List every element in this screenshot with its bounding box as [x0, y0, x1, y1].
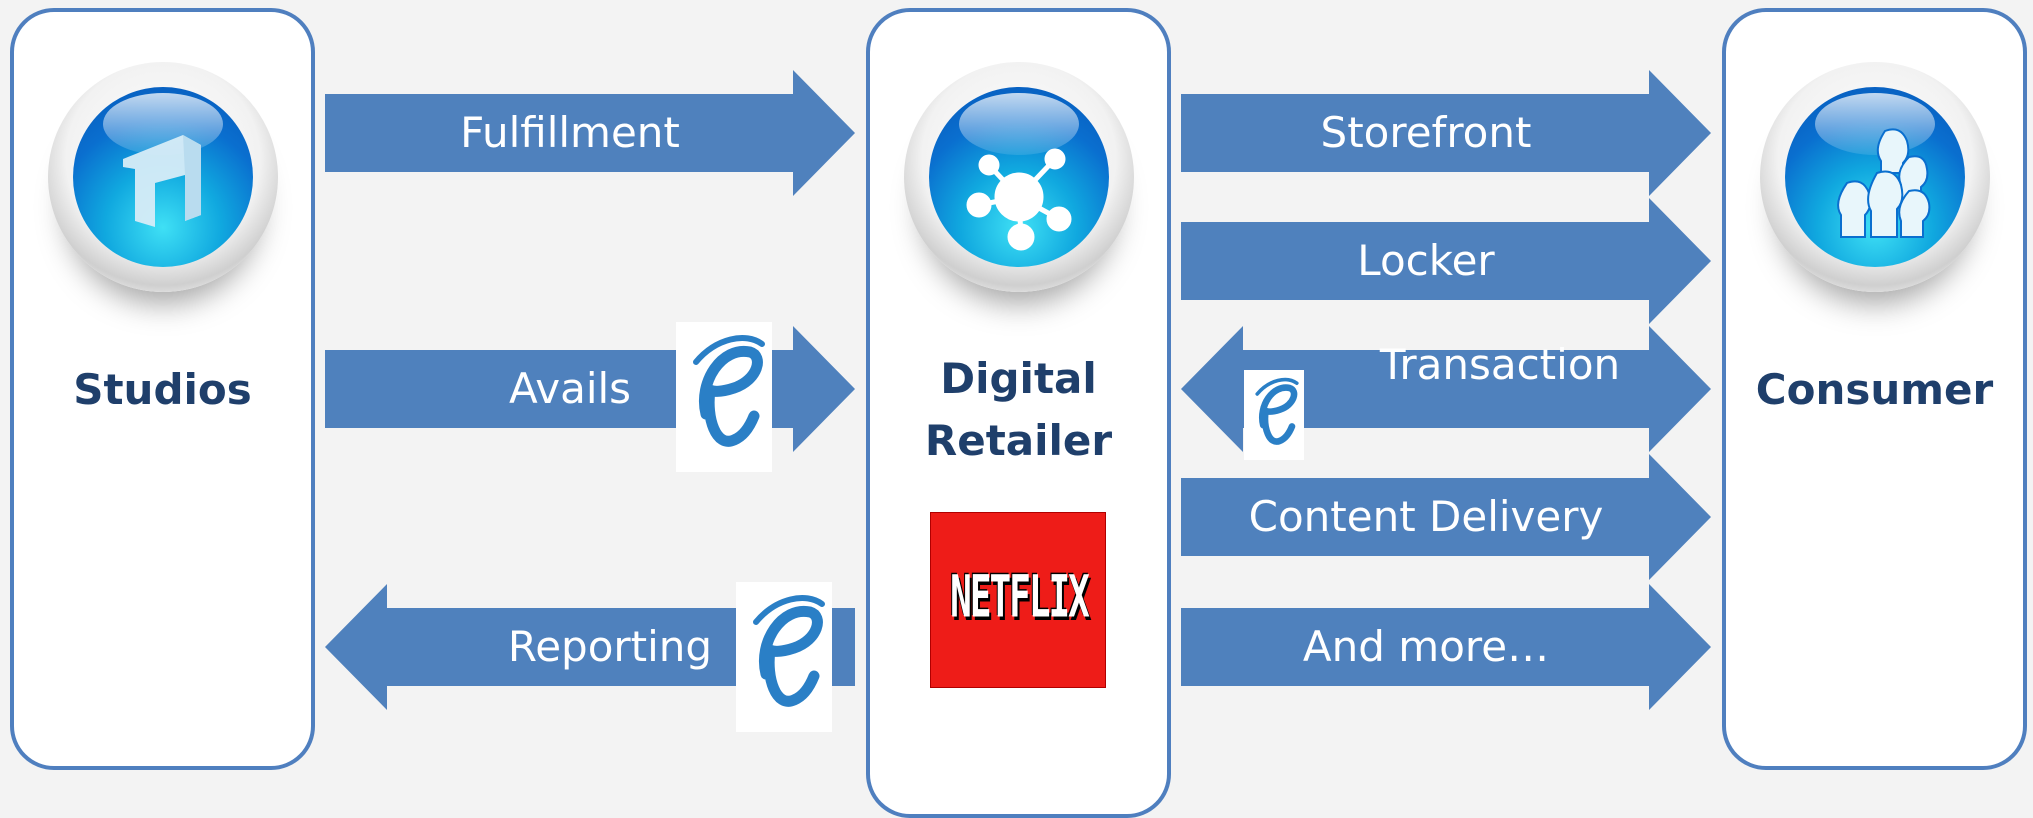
reporting-label: Reporting	[507, 622, 713, 671]
and-more-label: And more…	[1302, 622, 1550, 671]
content-delivery-arrow	[1181, 454, 1711, 580]
storefront-label: Storefront	[1320, 108, 1532, 157]
transaction-label: Transaction	[1379, 340, 1621, 389]
and-more-arrow	[1181, 584, 1711, 710]
netflix-logo: NETFLIX	[930, 512, 1106, 688]
studios-title: Studios	[73, 365, 252, 414]
e-logo-icon	[676, 322, 772, 472]
fulfillment-label: Fulfillment	[460, 108, 680, 157]
fulfillment-arrow	[325, 70, 855, 196]
locker-arrow	[1181, 198, 1711, 324]
e-logo-icon	[1244, 370, 1304, 460]
retailer-title-line2: Retailer	[924, 416, 1113, 465]
netflix-logo-text: NETFLIX	[950, 565, 1090, 631]
building-icon	[48, 62, 278, 292]
locker-label: Locker	[1357, 236, 1495, 285]
retailer-title-line1: Digital	[940, 354, 1097, 403]
network-hub-icon	[904, 62, 1134, 292]
avails-label: Avails	[508, 364, 632, 413]
content-delivery-label: Content Delivery	[1248, 492, 1604, 541]
consumer-title: Consumer	[1755, 365, 1994, 414]
storefront-arrow	[1181, 70, 1711, 196]
people-group-icon	[1760, 62, 1990, 292]
transaction-arrow	[1181, 326, 1711, 452]
reporting-arrow	[325, 584, 855, 710]
e-logo-icon	[736, 582, 832, 732]
